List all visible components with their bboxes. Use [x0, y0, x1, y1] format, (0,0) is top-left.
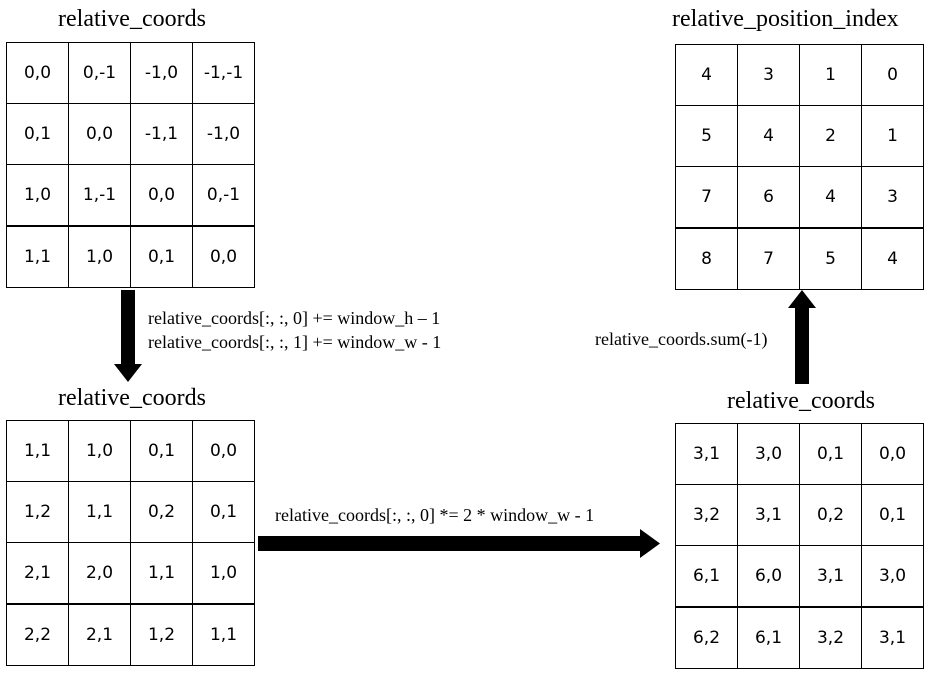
grid-cell: 3 [861, 166, 924, 229]
grid-bottom-right: 3,1 3,0 0,1 0,0 3,2 3,1 0,2 0,1 6,1 6,0 … [675, 423, 924, 669]
grid-cell: 0,1 [130, 420, 193, 482]
table-row: 7 6 4 3 [675, 166, 924, 229]
step1-line2: relative_coords[:, :, 1] += window_w - 1 [148, 332, 442, 352]
table-row: 4 3 1 0 [675, 44, 924, 106]
table-row: 0,0 0,-1 -1,0 -1,-1 [6, 42, 255, 104]
step1-line1: relative_coords[:, :, 0] += window_h – 1 [148, 308, 441, 328]
grid-cell: 3,1 [861, 606, 924, 669]
grid-cell: 0,1 [130, 225, 193, 288]
grid-cell: 0,0 [6, 42, 69, 104]
step3-note: relative_coords.sum(-1) [595, 327, 767, 351]
table-row: 6,1 6,0 3,1 3,0 [675, 545, 924, 608]
grid-cell: 4 [675, 44, 738, 106]
grid-cell: 0,2 [799, 484, 862, 546]
table-row: 0,1 0,0 -1,1 -1,0 [6, 103, 255, 165]
grid-cell: 0,-1 [192, 164, 255, 227]
grid-cell: 1,1 [68, 481, 131, 543]
grid-cell: 1,1 [130, 542, 193, 605]
table-row: 5 4 2 1 [675, 105, 924, 167]
grid-cell: 5 [675, 105, 738, 167]
grid-cell: 6 [737, 166, 800, 229]
grid-bottom-left: 1,1 1,0 0,1 0,0 1,2 1,1 0,2 0,1 2,1 2,0 … [6, 420, 255, 666]
title-bottom-right: relative_coords [727, 388, 875, 414]
grid-cell: 0,0 [861, 423, 924, 485]
grid-cell: 1,0 [68, 225, 131, 288]
grid-cell: 8 [675, 227, 738, 290]
grid-cell: 3,1 [737, 484, 800, 546]
grid-cell: 1,2 [130, 603, 193, 666]
grid-cell: 0,-1 [68, 42, 131, 104]
grid-cell: 0,1 [861, 484, 924, 546]
table-row: 1,1 1,0 0,1 0,0 [6, 420, 255, 482]
grid-cell: 1,1 [192, 603, 255, 666]
table-row: 6,2 6,1 3,2 3,1 [675, 606, 924, 669]
grid-cell: 2,1 [6, 542, 69, 605]
grid-cell: 7 [675, 166, 738, 229]
step1-note: relative_coords[:, :, 0] += window_h – 1… [148, 306, 441, 354]
grid-cell: 6,0 [737, 545, 800, 608]
grid-cell: 3,2 [675, 484, 738, 546]
grid-cell: 1,0 [68, 420, 131, 482]
title-top-left: relative_coords [58, 6, 206, 32]
grid-cell: 1,1 [6, 225, 69, 288]
title-bottom-left: relative_coords [58, 385, 206, 411]
table-row: 2,2 2,1 1,2 1,1 [6, 603, 255, 666]
grid-cell: -1,1 [130, 103, 193, 165]
grid-cell: 1,0 [6, 164, 69, 227]
grid-cell: 3 [737, 44, 800, 106]
grid-cell: 1 [799, 44, 862, 106]
table-row: 1,0 1,-1 0,0 0,-1 [6, 164, 255, 227]
grid-cell: 0,0 [68, 103, 131, 165]
grid-cell: 3,0 [737, 423, 800, 485]
step2-line1: relative_coords[:, :, 0] *= 2 * window_w… [275, 505, 595, 525]
grid-cell: 0,1 [192, 481, 255, 543]
grid-cell: 6,1 [737, 606, 800, 669]
grid-cell: 1,1 [6, 420, 69, 482]
step3-line1: relative_coords.sum(-1) [595, 329, 768, 349]
grid-cell: 7 [737, 227, 800, 290]
title-top-right: relative_position_index [672, 6, 899, 32]
grid-cell: 6,1 [675, 545, 738, 608]
grid-cell: 4 [737, 105, 800, 167]
grid-cell: -1,0 [192, 103, 255, 165]
grid-cell: 2,2 [6, 603, 69, 666]
grid-cell: 0,0 [192, 420, 255, 482]
table-row: 1,1 1,0 0,1 0,0 [6, 225, 255, 288]
grid-cell: -1,0 [130, 42, 193, 104]
arrow-up-icon [788, 290, 816, 384]
grid-cell: 2 [799, 105, 862, 167]
grid-top-left: 0,0 0,-1 -1,0 -1,-1 0,1 0,0 -1,1 -1,0 1,… [6, 42, 255, 288]
grid-cell: -1,-1 [192, 42, 255, 104]
grid-cell: 0,0 [130, 164, 193, 227]
grid-top-right: 4 3 1 0 5 4 2 1 7 6 4 3 8 7 5 4 [675, 44, 924, 290]
grid-cell: 1,0 [192, 542, 255, 605]
grid-cell: 0 [861, 44, 924, 106]
grid-cell: 6,2 [675, 606, 738, 669]
table-row: 8 7 5 4 [675, 227, 924, 290]
grid-cell: 3,1 [675, 423, 738, 485]
grid-cell: 0,1 [6, 103, 69, 165]
grid-cell: 3,2 [799, 606, 862, 669]
table-row: 3,1 3,0 0,1 0,0 [675, 423, 924, 485]
grid-cell: 0,0 [192, 225, 255, 288]
grid-cell: 4 [861, 227, 924, 290]
grid-cell: 0,2 [130, 481, 193, 543]
grid-cell: 4 [799, 166, 862, 229]
table-row: 3,2 3,1 0,2 0,1 [675, 484, 924, 546]
arrow-down-icon [114, 290, 142, 382]
step2-note: relative_coords[:, :, 0] *= 2 * window_w… [275, 503, 594, 527]
table-row: 2,1 2,0 1,1 1,0 [6, 542, 255, 605]
grid-cell: 3,1 [799, 545, 862, 608]
arrow-right-icon [258, 529, 660, 558]
grid-cell: 3,0 [861, 545, 924, 608]
grid-cell: 0,1 [799, 423, 862, 485]
grid-cell: 5 [799, 227, 862, 290]
table-row: 1,2 1,1 0,2 0,1 [6, 481, 255, 543]
grid-cell: 1 [861, 105, 924, 167]
grid-cell: 2,1 [68, 603, 131, 666]
grid-cell: 2,0 [68, 542, 131, 605]
grid-cell: 1,-1 [68, 164, 131, 227]
grid-cell: 1,2 [6, 481, 69, 543]
